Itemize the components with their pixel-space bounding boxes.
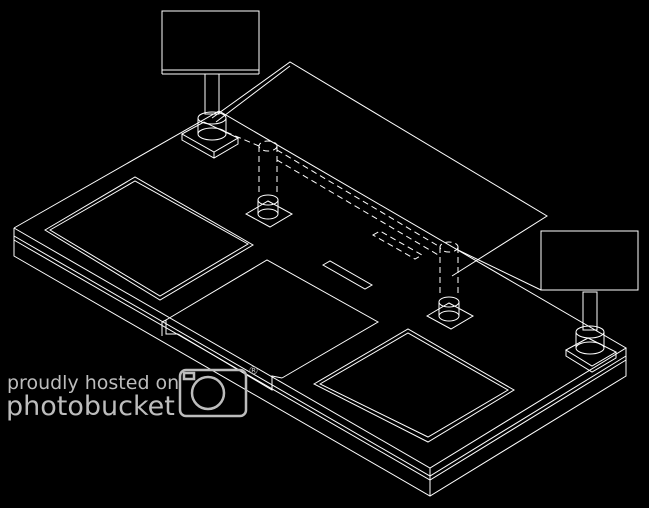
signal-post-right xyxy=(540,230,639,373)
signal-post-left xyxy=(161,10,260,159)
rectangular-cutout-right xyxy=(312,328,515,443)
short-post-left xyxy=(244,140,294,228)
raised-panel xyxy=(211,61,548,277)
registered-mark: ® xyxy=(248,364,259,377)
photobucket-watermark: proudly hosted on photobucket ® xyxy=(6,364,259,422)
dashed-link-lines xyxy=(225,131,542,291)
rectangular-cutout-left xyxy=(44,176,254,301)
camera-logo-icon xyxy=(178,368,248,418)
watermark-line1: proudly hosted on xyxy=(7,372,179,394)
watermark-line2: photobucket xyxy=(6,391,175,422)
rectangular-cutout-center xyxy=(161,259,380,391)
base-plate xyxy=(13,110,627,497)
short-post-right xyxy=(425,241,475,330)
slot-holes xyxy=(321,230,424,290)
